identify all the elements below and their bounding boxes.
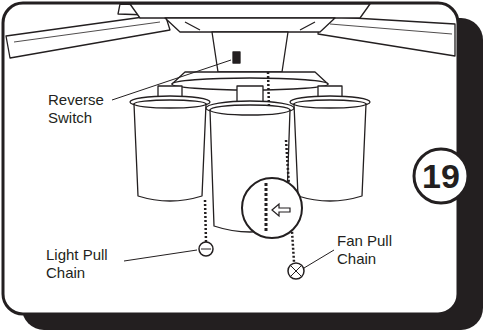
glass-shade (294, 104, 366, 201)
motor-cap (165, 18, 335, 32)
step-number-circle: 19 (412, 147, 470, 205)
leader-lines (112, 60, 334, 268)
frame-panel (3, 3, 458, 314)
blade (318, 16, 455, 56)
reverse-switch (233, 52, 240, 63)
arrow-symbol (272, 204, 290, 216)
glass-shade (134, 104, 206, 201)
fan-body (6, 4, 455, 232)
motor-housing (130, 4, 370, 18)
fan-pull-chain (268, 72, 304, 279)
switch-housing (212, 32, 288, 72)
blade (6, 14, 170, 58)
part-label: Reverse Switch (48, 91, 116, 127)
step-number: 19 (412, 147, 470, 205)
magnifier (242, 178, 302, 238)
part-label: Fan Pull Chain (337, 232, 409, 268)
light-pull-chain (199, 200, 213, 256)
part-label: Light Pull Chain (46, 246, 126, 282)
